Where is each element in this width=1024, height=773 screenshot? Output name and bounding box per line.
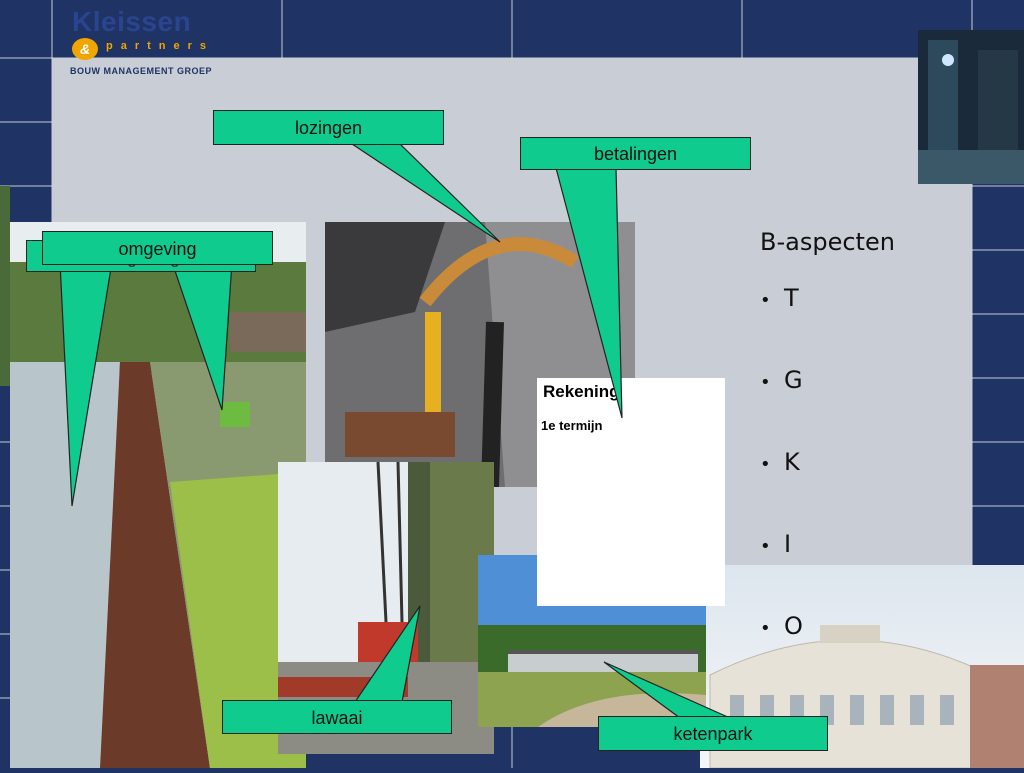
aspect-label: G: [784, 366, 803, 394]
bullet-icon: •: [760, 536, 771, 557]
aspect-item: •T: [760, 284, 960, 366]
left-edge-photo: [0, 186, 10, 386]
bullet-icon: •: [760, 454, 771, 475]
aspect-item: •I: [760, 530, 960, 612]
callout-lawaai: lawaai: [222, 700, 452, 734]
aspect-label: I: [784, 530, 792, 558]
aspects-title: B-aspecten: [760, 228, 895, 256]
canal-sheetpile-photo: [10, 222, 306, 768]
invoice-line: 1e termijn: [541, 418, 603, 433]
aspects-items: •T •G •K •I •O: [760, 284, 960, 694]
aspect-item: •O: [760, 612, 960, 694]
callout-lawaai-label: lawaai: [311, 708, 363, 728]
aspect-item: •K: [760, 448, 960, 530]
callout-ketenpark-label: ketenpark: [673, 724, 753, 744]
callout-betalingen-label: betalingen: [593, 144, 678, 164]
aspect-item: •G: [760, 366, 960, 448]
callout-omgeving-label: omgeving: [118, 239, 197, 259]
logo-partners: partners: [106, 40, 215, 52]
invoice-document: Rekening 1e termijn: [537, 378, 725, 606]
bullet-icon: •: [760, 618, 771, 639]
logo-subtitle: BOUW MANAGEMENT GROEP: [70, 66, 212, 76]
bullet-icon: •: [760, 372, 771, 393]
callout-ketenpark: ketenpark: [598, 716, 828, 751]
invoice-title: Rekening: [543, 382, 620, 401]
bullet-icon: •: [760, 290, 771, 311]
callout-lozingen: lozingen: [213, 110, 444, 145]
aspect-label: K: [784, 448, 800, 476]
aspect-label: T: [784, 284, 799, 312]
callout-betalingen: betalingen: [520, 137, 751, 170]
aspects-list: B-aspecten •T •G •K •I •O: [760, 228, 960, 668]
callout-omgeving: omgeving: [42, 231, 273, 265]
logo-ampersand: &: [72, 38, 98, 60]
callout-lozingen-label: lozingen: [294, 118, 363, 138]
aspect-label: O: [784, 612, 803, 640]
night-street-photo: [918, 30, 1024, 184]
logo-name: Kleissen: [72, 6, 192, 37]
company-logo: Kleissen & partners BOUW MANAGEMENT GROE…: [68, 6, 278, 80]
